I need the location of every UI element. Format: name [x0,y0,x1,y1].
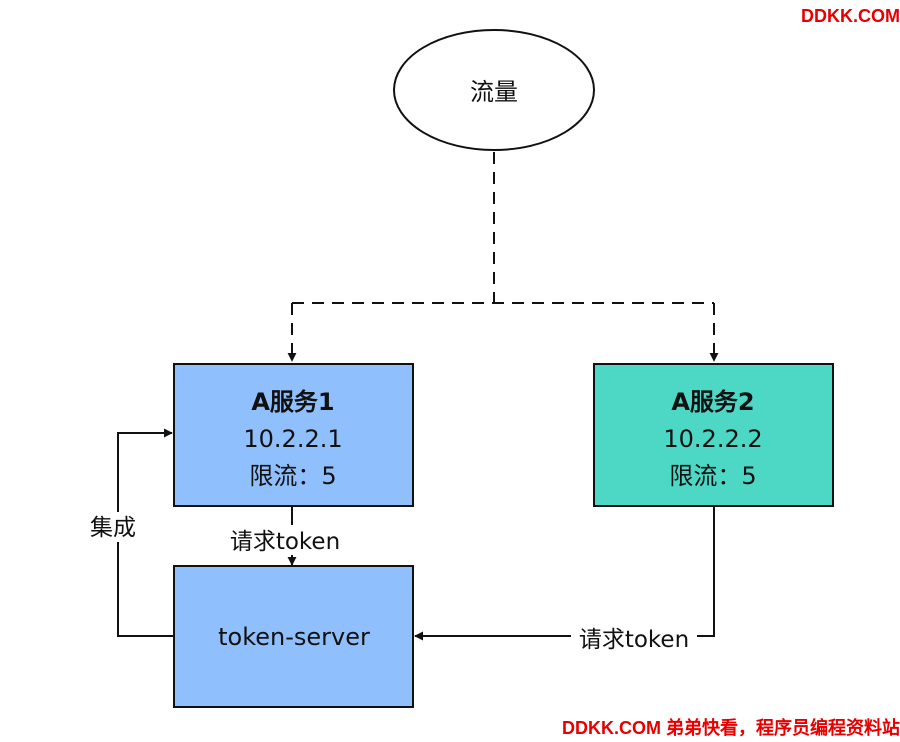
service2-node: A服务2 10.2.2.2 限流：5 [593,363,834,507]
integrate-label-bg [82,512,144,542]
traffic-node [393,29,595,151]
request1-label: 请求token [230,529,340,555]
service1-limit: 限流：5 [249,462,336,490]
request1-label-bg [222,525,348,555]
watermark-bottom: DDKK.COM 弟弟快看，程序员编程资料站 [562,718,900,738]
service2-title: A服务2 [671,388,754,416]
token-server-box [173,565,414,708]
service2-ip: 10.2.2.2 [663,425,762,453]
traffic-label: 流量 [470,78,518,106]
request2-label: 请求token [579,627,689,653]
service1-ip: 10.2.2.1 [243,425,342,453]
integrate-label: 集成 [90,515,136,541]
token-server-label: token-server [218,623,370,651]
watermark-top: DDKK.COM [801,6,900,26]
service1-node: A服务1 10.2.2.1 限流：5 [173,363,414,507]
service2-to-token-server-arrow [414,507,715,641]
traffic-split-edge [292,152,714,304]
service2-box [593,363,834,507]
service1-box [173,363,414,507]
token-server-node: token-server [173,565,414,708]
service2-limit: 限流：5 [669,462,756,490]
request2-label-bg [571,623,697,653]
service1-title: A服务1 [251,388,334,416]
